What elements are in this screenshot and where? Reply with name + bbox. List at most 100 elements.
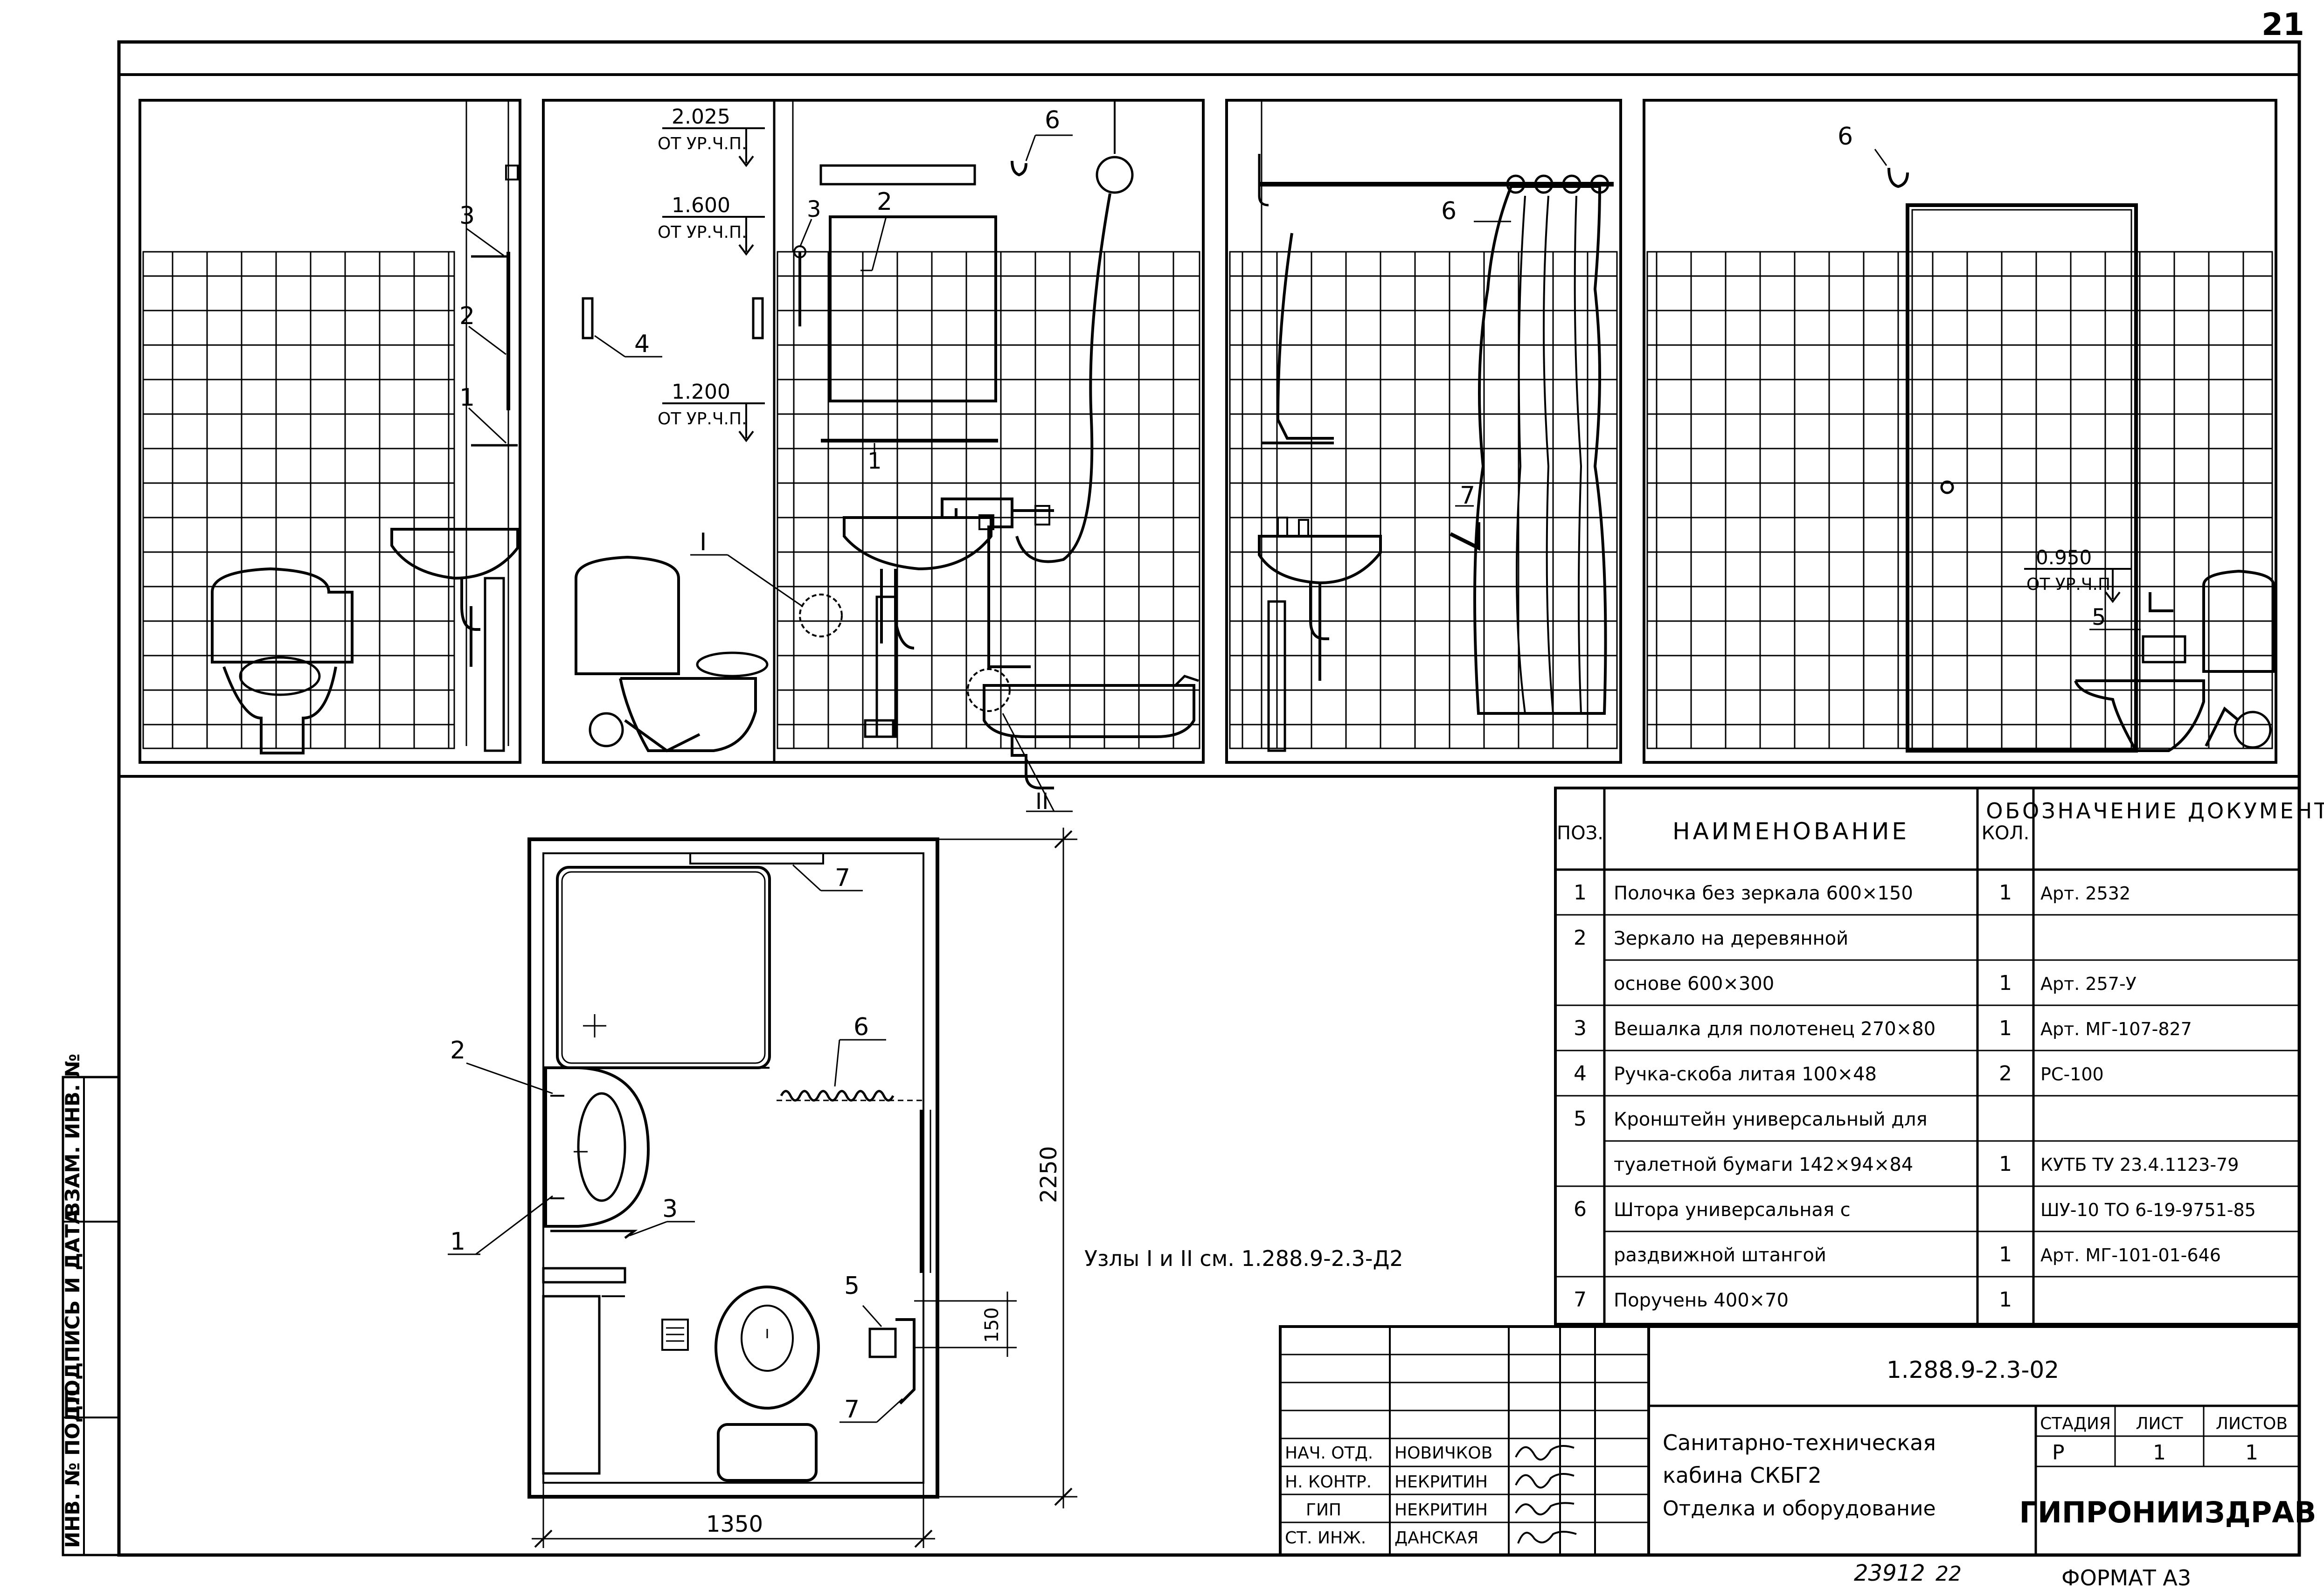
nodes-note: Узлы I и II см. 1.288.9-2.3-Д2 bbox=[1084, 1246, 1403, 1271]
level-mark-1200: 1.200 ОТ УР.Ч.П. bbox=[658, 380, 765, 442]
spec-header-pos: ПОЗ. bbox=[1557, 823, 1603, 844]
svg-text:1.200: 1.200 bbox=[672, 380, 730, 404]
svg-text:5: 5 bbox=[844, 1272, 860, 1300]
sheets-value: 1 bbox=[2245, 1441, 2258, 1465]
title-line-1: Санитарно-техническая bbox=[1663, 1430, 1936, 1455]
spec-cell-qty: 1 bbox=[1999, 1016, 2012, 1040]
spec-cell-doc: Арт. 257-У bbox=[2040, 974, 2137, 994]
svg-text:150: 150 bbox=[981, 1307, 1003, 1343]
elevation-4: 6 0.950 ОТ УР.Ч.П 5 bbox=[1643, 99, 2277, 764]
svg-text:1: 1 bbox=[459, 384, 475, 412]
svg-text:4: 4 bbox=[634, 330, 650, 358]
stage-label: СТАДИЯ bbox=[2040, 1414, 2111, 1433]
left-strip: ИНВ. № ПОДЛ. ПОДПИСЬ И ДАТА ВЗАМ. ИНВ. № bbox=[61, 1054, 120, 1556]
footer-sub: 22 bbox=[1936, 1562, 1962, 1586]
role-1: НАЧ. ОТД. bbox=[1285, 1444, 1373, 1463]
floor-plan: 7 6 3 2 1 bbox=[448, 828, 1077, 1548]
spec-cell-doc: Арт. МГ-101-01-646 bbox=[2040, 1245, 2221, 1265]
spec-cell-name: основе 600×300 bbox=[1614, 973, 1774, 995]
spec-cell-qty: 1 bbox=[1999, 1243, 2012, 1266]
format-label: ФОРМАТ А3 bbox=[2061, 1565, 2191, 1590]
svg-text:7: 7 bbox=[835, 864, 850, 892]
strip-inv-podl: ИНВ. № ПОДЛ. bbox=[61, 1382, 84, 1548]
svg-text:2: 2 bbox=[450, 1037, 465, 1065]
spec-cell-pos: 3 bbox=[1574, 1016, 1587, 1040]
doc-code: 1.288.9-2.3-02 bbox=[1887, 1356, 2059, 1383]
svg-text:II: II bbox=[1035, 788, 1048, 815]
spec-cell-pos: 7 bbox=[1574, 1288, 1587, 1312]
svg-text:5: 5 bbox=[2092, 604, 2106, 630]
svg-text:1.600: 1.600 bbox=[672, 194, 730, 217]
name-4: ДАНСКАЯ bbox=[1394, 1528, 1478, 1548]
spec-header-doc: ОБОЗНАЧЕНИЕ ДОКУМЕНТА bbox=[1986, 798, 2324, 823]
organization: ГИПРОНИИЗДРАВ bbox=[2019, 1495, 2316, 1529]
spec-cell-name: туалетной бумаги 142×94×84 bbox=[1614, 1154, 1913, 1175]
spec-header-name: НАИМЕНОВАНИЕ bbox=[1672, 818, 1909, 845]
spec-cell-name: Полочка без зеркала 600×150 bbox=[1614, 883, 1913, 904]
spec-cell-doc: Арт. 2532 bbox=[2040, 883, 2130, 904]
svg-text:ОТ УР.Ч.П.: ОТ УР.Ч.П. bbox=[658, 223, 747, 242]
level-mark-2025: 2.025 ОТ УР.Ч.П. bbox=[658, 105, 765, 167]
spec-cell-name: Штора универсальная с bbox=[1614, 1199, 1851, 1221]
svg-text:6: 6 bbox=[1838, 123, 1853, 151]
name-2: НЕКРИТИН bbox=[1394, 1472, 1488, 1492]
svg-text:7: 7 bbox=[844, 1396, 860, 1424]
svg-text:1: 1 bbox=[450, 1228, 465, 1256]
spec-cell-name: Поручень 400×70 bbox=[1614, 1290, 1789, 1311]
footer-number: 23912 bbox=[1854, 1560, 1925, 1586]
spec-cell-name: Кронштейн универсальный для bbox=[1614, 1109, 1928, 1130]
spec-cell-qty: 1 bbox=[1999, 881, 2012, 905]
spec-cell-pos: 4 bbox=[1574, 1062, 1587, 1085]
svg-text:3: 3 bbox=[459, 202, 475, 230]
svg-text:2.025: 2.025 bbox=[672, 105, 730, 129]
spec-table: ПОЗ. НАИМЕНОВАНИЕ КОЛ. ОБОЗНАЧЕНИЕ ДОКУМ… bbox=[1554, 787, 2324, 1326]
svg-text:6: 6 bbox=[853, 1013, 869, 1041]
spec-cell-doc: РС-100 bbox=[2040, 1064, 2104, 1085]
svg-text:7: 7 bbox=[1460, 482, 1475, 510]
strip-vzam: ВЗАМ. ИНВ. № bbox=[61, 1054, 84, 1217]
svg-text:1350: 1350 bbox=[706, 1511, 763, 1537]
svg-text:2250: 2250 bbox=[1036, 1146, 1062, 1203]
stage-value: Р bbox=[2052, 1441, 2065, 1465]
svg-text:6: 6 bbox=[1045, 106, 1060, 134]
name-3: НЕКРИТИН bbox=[1394, 1500, 1488, 1520]
svg-text:3: 3 bbox=[807, 196, 821, 222]
spec-cell-doc: Арт. МГ-107-827 bbox=[2040, 1019, 2192, 1039]
spec-cell-qty: 1 bbox=[1999, 1152, 2012, 1176]
svg-text:ОТ УР.Ч.П.: ОТ УР.Ч.П. bbox=[658, 134, 747, 153]
spec-cell-name: раздвижной штангой bbox=[1614, 1244, 1826, 1266]
spec-cell-pos: 5 bbox=[1574, 1107, 1587, 1131]
svg-text:I: I bbox=[700, 528, 707, 556]
svg-text:2: 2 bbox=[459, 302, 475, 330]
spec-cell-pos: 2 bbox=[1574, 926, 1587, 950]
spec-cell-qty: 1 bbox=[1999, 971, 2012, 995]
svg-text:ОТ УР.Ч.П: ОТ УР.Ч.П bbox=[2026, 575, 2110, 594]
spec-cell-doc: КУТБ ТУ 23.4.1123-79 bbox=[2040, 1154, 2239, 1175]
elevation-1: 3 2 1 bbox=[139, 99, 521, 764]
spec-cell-pos: 6 bbox=[1574, 1197, 1587, 1221]
sheet-label: ЛИСТ bbox=[2136, 1414, 2183, 1433]
spec-cell-name: Зеркало на деревянной bbox=[1614, 928, 1848, 949]
elevation-3: 6 7 bbox=[1225, 99, 1622, 764]
title-line-2: кабина СКБГ2 bbox=[1663, 1463, 1822, 1488]
svg-text:6: 6 bbox=[1441, 197, 1457, 225]
role-2: Н. КОНТР. bbox=[1285, 1472, 1372, 1492]
svg-text:3: 3 bbox=[662, 1195, 678, 1223]
spec-cell-qty: 2 bbox=[1999, 1062, 2012, 1085]
sheet-value: 1 bbox=[2153, 1441, 2166, 1465]
spec-cell-doc: ШУ-10 ТО 6-19-9751-85 bbox=[2040, 1200, 2256, 1220]
svg-text:2: 2 bbox=[877, 188, 892, 216]
svg-text:ОТ УР.Ч.П.: ОТ УР.Ч.П. bbox=[658, 409, 747, 429]
sheet-number: 21 bbox=[2262, 7, 2304, 42]
role-3: ГИП bbox=[1306, 1500, 1341, 1520]
svg-text:0.950: 0.950 bbox=[2036, 546, 2092, 569]
strip-podpis: ПОДПИСЬ И ДАТА bbox=[61, 1209, 84, 1413]
spec-cell-name: Вешалка для полотенец 270×80 bbox=[1614, 1018, 1936, 1040]
title-block: 1.288.9-2.3-02 Санитарно-техническая каб… bbox=[1279, 1325, 2317, 1556]
spec-cell-pos: 1 bbox=[1574, 881, 1587, 905]
elevation-2: 2.025 ОТ УР.Ч.П. 1.600 ОТ УР.Ч.П. 1.200 … bbox=[542, 99, 1205, 815]
level-mark-1600: 1.600 ОТ УР.Ч.П. bbox=[658, 194, 765, 256]
role-4: СТ. ИНЖ. bbox=[1285, 1528, 1366, 1548]
spec-cell-qty: 1 bbox=[1999, 1288, 2012, 1312]
